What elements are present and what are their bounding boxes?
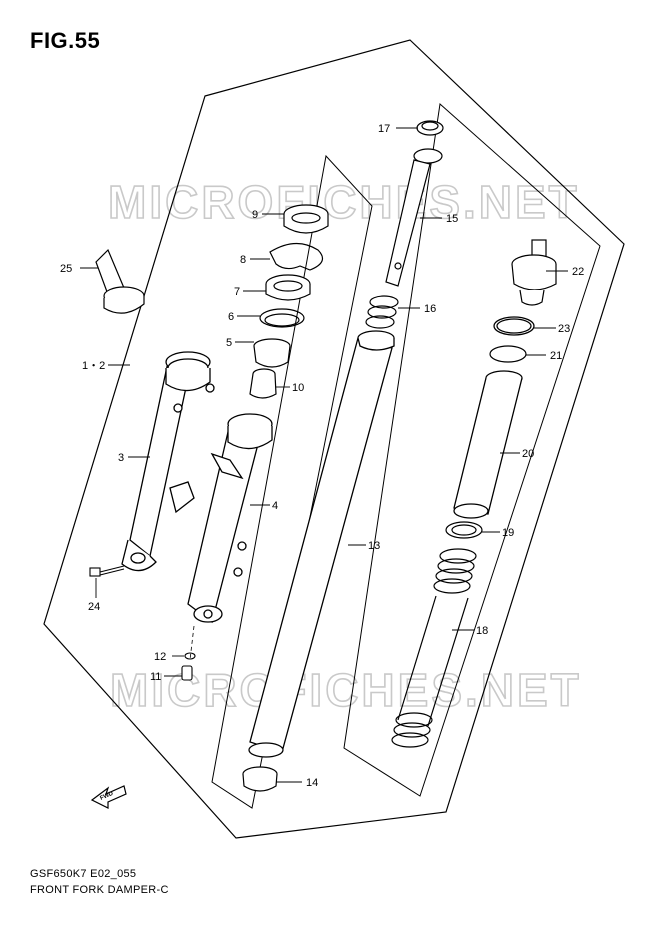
callout-25: 25 <box>60 263 72 275</box>
callout-19: 19 <box>502 527 514 539</box>
part-15-damper-rod <box>385 148 443 287</box>
part-12-washer <box>184 652 196 660</box>
part-17-cap-seal <box>416 120 444 136</box>
part-4-slider-tube <box>187 413 273 624</box>
part-16-rebound-spring <box>365 295 399 329</box>
part-5-guide-bush <box>253 338 291 368</box>
callout-4: 4 <box>272 500 278 512</box>
part-19-spring-seat <box>445 521 483 539</box>
callout-11: 11 <box>150 671 161 683</box>
part-20-spacer <box>453 370 523 519</box>
part-22-top-plug <box>511 239 557 306</box>
part-11-drain-bolt <box>181 665 193 681</box>
diagram-name: FRONT FORK DAMPER-C <box>30 884 169 896</box>
part-7-oil-seal <box>265 274 311 301</box>
part-8-stopper-ring <box>269 242 324 271</box>
callout-18: 18 <box>476 625 488 637</box>
callout-14: 14 <box>306 777 318 789</box>
callout-1-2: 1・2 <box>82 360 105 372</box>
diagram-code: GSF650K7 E02_055 <box>30 868 137 880</box>
part-25-guard <box>95 248 145 314</box>
callout-17: 17 <box>378 123 390 135</box>
callout-22: 22 <box>572 266 584 278</box>
callout-7: 7 <box>234 286 240 298</box>
part-10-slide-bush <box>249 368 277 399</box>
part-21-washer <box>489 345 527 363</box>
part-24-bolt <box>89 565 125 577</box>
fwd-label: FWD <box>99 791 115 802</box>
leader-lines <box>80 127 568 783</box>
part-6-washer <box>259 308 305 328</box>
callout-3: 3 <box>118 452 124 464</box>
figure-title: FIG.55 <box>30 28 101 53</box>
callout-21: 21 <box>550 350 562 362</box>
part-13-inner-tube <box>248 330 395 758</box>
callout-15: 15 <box>446 213 458 225</box>
part-18-fork-spring <box>391 548 477 748</box>
callout-16: 16 <box>424 303 436 315</box>
callout-9: 9 <box>252 209 258 221</box>
outer-assembly-frame <box>43 39 625 839</box>
callout-12: 12 <box>154 651 166 663</box>
part-3-outer-tube <box>121 351 215 572</box>
callout-23: 23 <box>558 323 570 335</box>
part-14-ring <box>242 766 278 792</box>
callout-13: 13 <box>368 540 380 552</box>
part-9-dust-seal <box>283 204 329 234</box>
callout-20: 20 <box>522 448 534 460</box>
cartridge-group-frame <box>343 103 601 797</box>
callout-8: 8 <box>240 254 246 266</box>
damper-group-frame <box>211 154 373 809</box>
callout-24: 24 <box>88 601 100 613</box>
callout-6: 6 <box>228 311 234 323</box>
watermark-top: MICROFICHES.NET <box>108 176 580 228</box>
callout-5: 5 <box>226 337 232 349</box>
watermark-bottom: MICROFICHES.NET <box>110 664 582 716</box>
part-23-o-ring <box>493 316 535 336</box>
callout-10: 10 <box>292 382 304 394</box>
fwd-arrow-icon: FWD <box>90 785 127 809</box>
